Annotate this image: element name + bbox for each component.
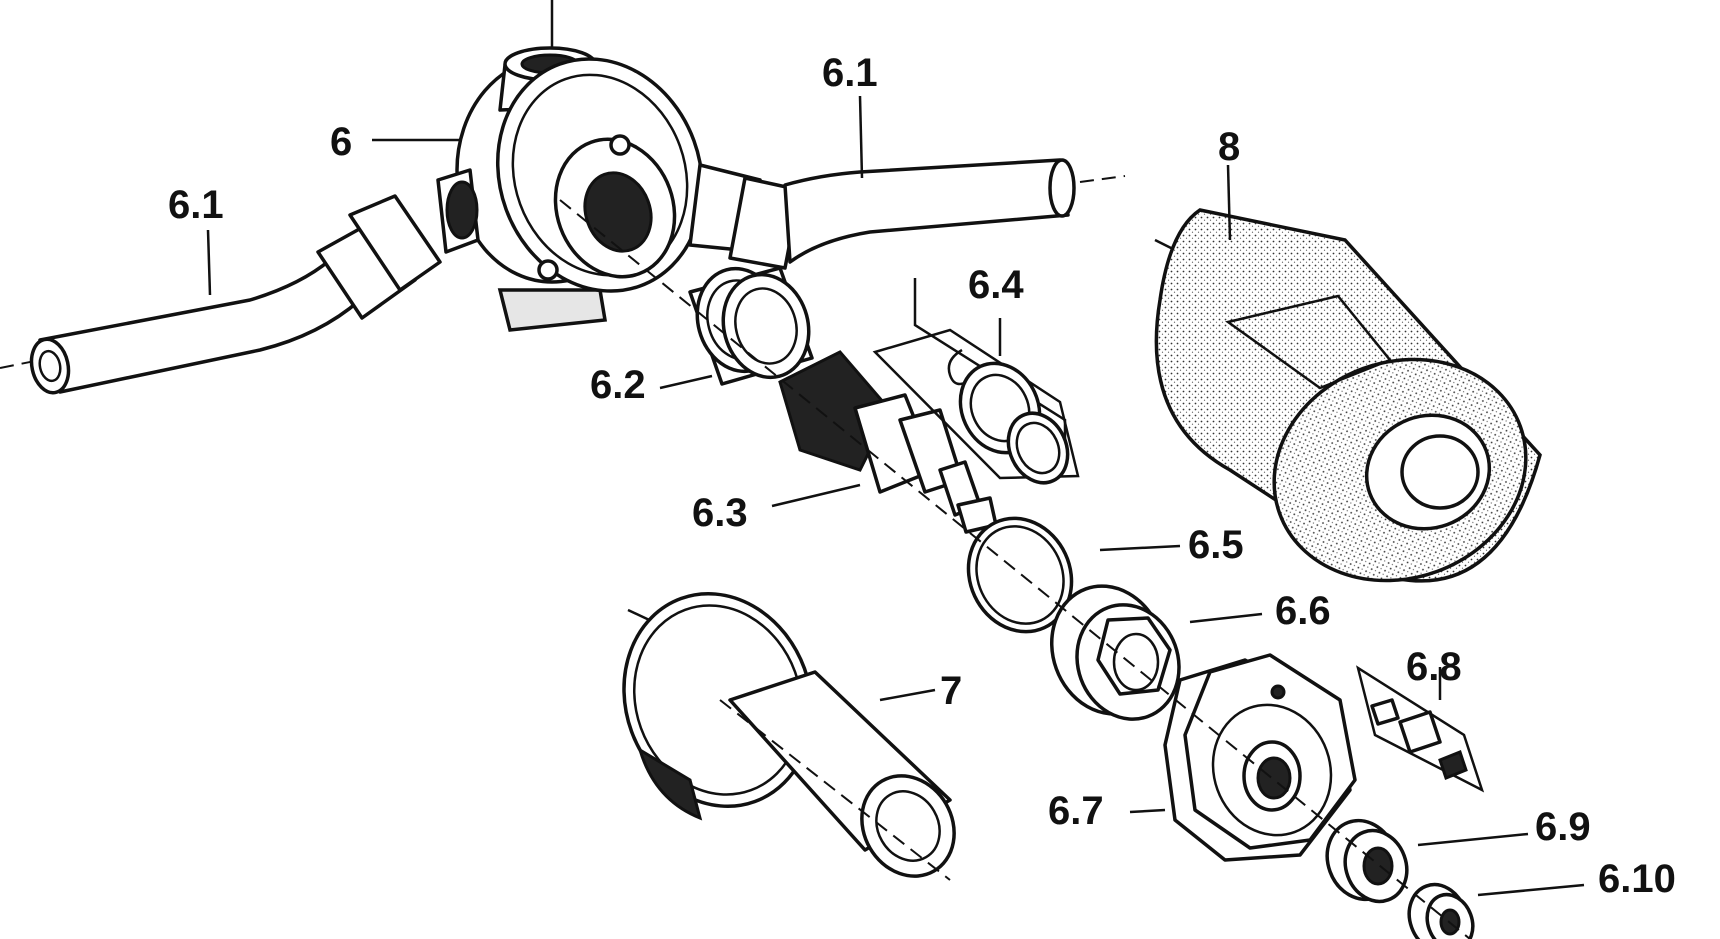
label-6-2: 6.2: [590, 363, 646, 407]
label-6-8: 6.8: [1406, 645, 1462, 689]
label-7: 7: [940, 669, 962, 713]
label-6: 6: [330, 120, 352, 164]
hex-housing: [1163, 653, 1357, 862]
end-cap: [1407, 882, 1475, 939]
bonnet: [622, 591, 956, 881]
label-6-10: 6.10: [1598, 857, 1676, 901]
label-6-1-left: 6.1: [168, 183, 224, 227]
label-6-5: 6.5: [1188, 523, 1244, 567]
label-6-7: 6.7: [1048, 789, 1104, 833]
retaining-ring-set: [872, 278, 1080, 485]
label-8: 8: [1218, 125, 1240, 169]
label-6-3: 6.3: [692, 491, 748, 535]
valve-body: [436, 0, 705, 332]
leader-lines: [206, 95, 1585, 897]
label-6-4: 6.4: [968, 263, 1024, 307]
callout-labels: 6 6.1 6.1 6.2 6.3 6.4 6.5 6.6 6.7 6.8 6.…: [168, 51, 1676, 901]
label-6-1-right: 6.1: [822, 51, 878, 95]
o-ring: [966, 516, 1074, 634]
label-6-6: 6.6: [1275, 589, 1331, 633]
pin-set: [1356, 665, 1485, 793]
handle-cover: [1154, 208, 1542, 583]
small-nut: [1325, 818, 1409, 904]
right-pipe: [688, 158, 1126, 270]
label-6-9: 6.9: [1535, 805, 1591, 849]
left-pipe: [0, 194, 442, 395]
seat-nut: [1049, 584, 1181, 721]
knurled-ring: [688, 266, 814, 386]
spindle: [778, 350, 998, 534]
